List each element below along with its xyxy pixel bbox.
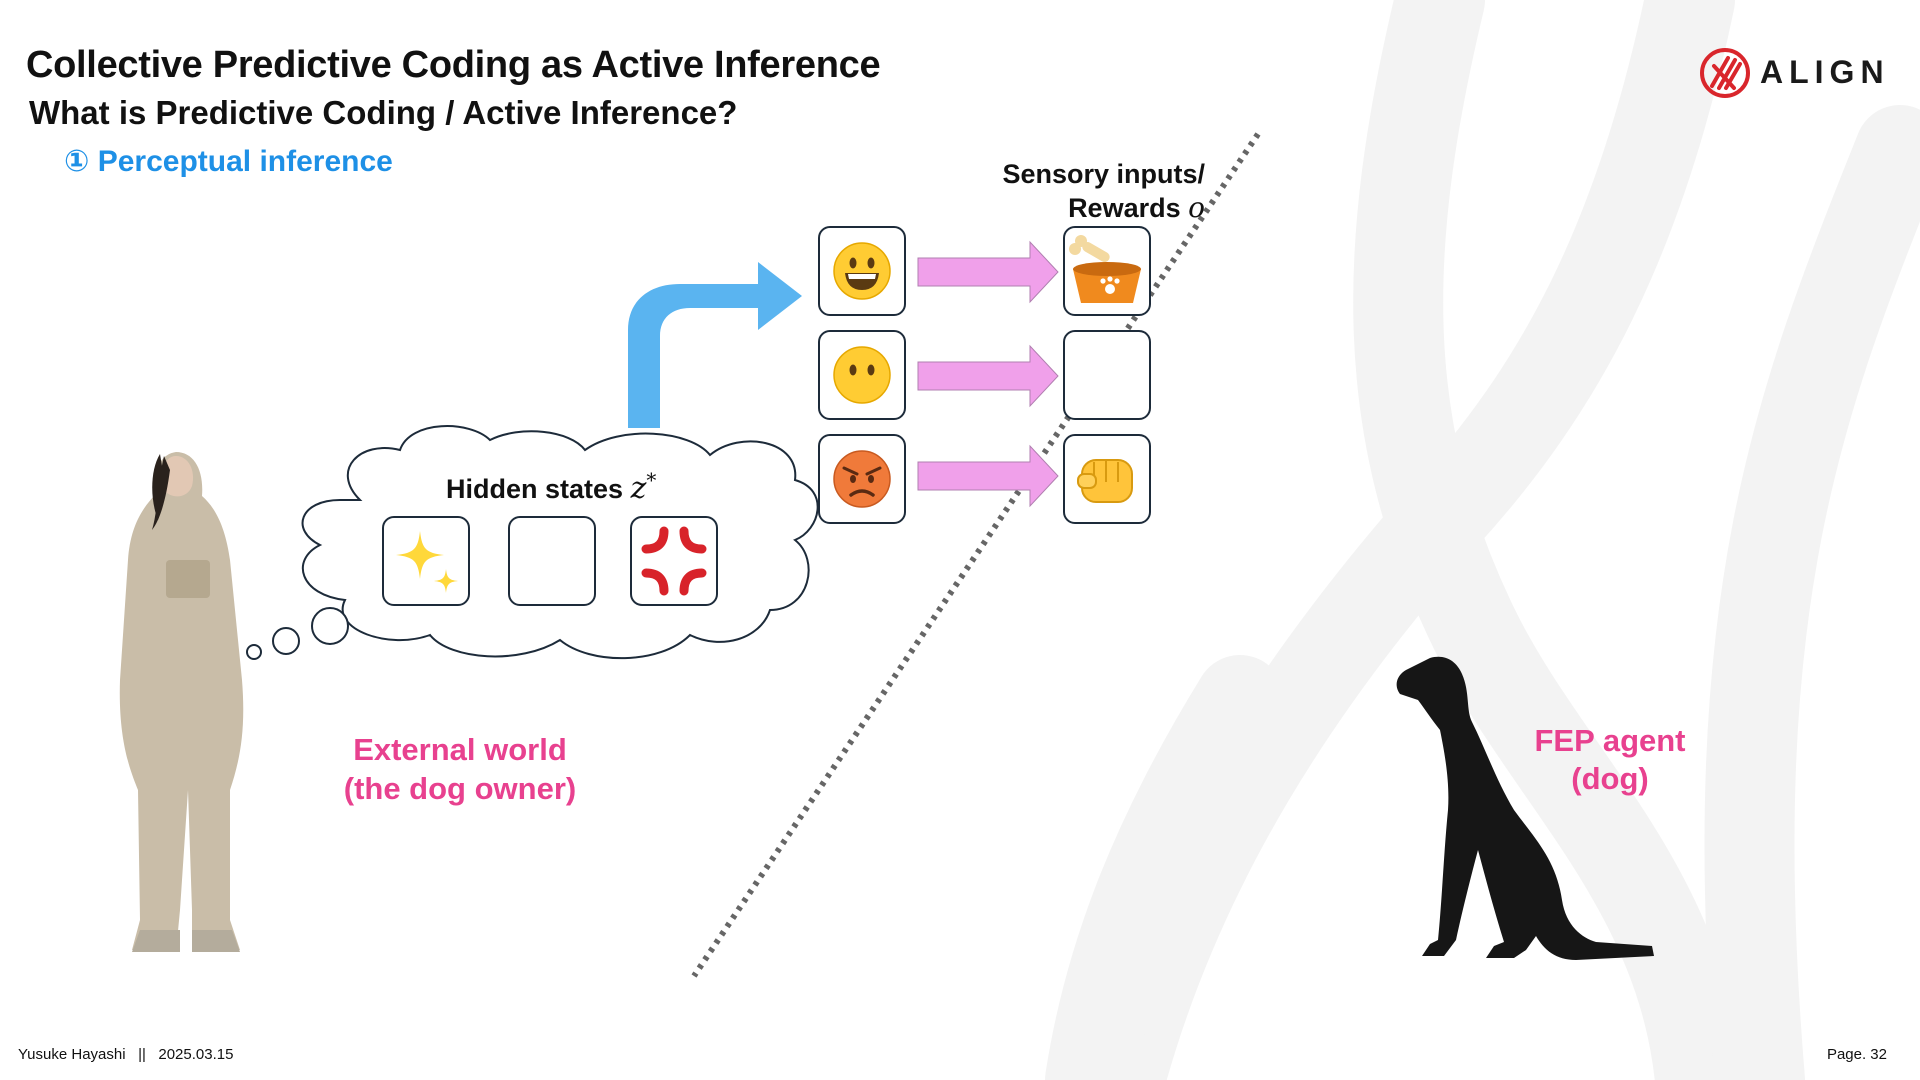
slide-subtitle: What is Predictive Coding / Active Infer…	[29, 94, 738, 131]
external-world-label: External world (the dog owner)	[310, 730, 610, 808]
hidden-states-variable: z	[630, 471, 647, 506]
hidden-state-tile-neutral	[508, 516, 596, 606]
owner-expression-tile-neutral	[818, 330, 906, 420]
observation-arrow-3	[917, 444, 1059, 508]
footer-page-number: Page. 32	[1826, 1046, 1887, 1063]
anger-symbol-icon	[641, 526, 707, 596]
sensory-inputs-label: Sensory inputs/ Rewards o	[965, 158, 1205, 225]
dog-photo	[1396, 656, 1654, 960]
grinning-face-icon	[833, 242, 891, 300]
sensory-inputs-line1: Sensory inputs/	[1002, 159, 1205, 189]
slide-title: Collective Predictive Coding as Active I…	[26, 44, 881, 86]
hidden-states-symbol: z*	[630, 468, 657, 506]
hidden-state-tile-positive	[382, 516, 470, 606]
hidden-states-label: Hidden states z*	[446, 468, 656, 506]
fep-agent-label: FEP agent (dog)	[1490, 722, 1730, 798]
hidden-states-text: Hidden states	[446, 474, 624, 504]
angry-face-icon	[833, 450, 891, 508]
hidden-states-superscript: *	[646, 468, 657, 492]
owner-expression-tile-happy	[818, 226, 906, 316]
external-world-line1: External world	[353, 732, 567, 767]
external-world-line2: (the dog owner)	[343, 771, 577, 806]
dog-owner-photo	[119, 452, 244, 952]
logo-text: ALIGN	[1760, 54, 1890, 90]
observation-tile-punch	[1063, 434, 1151, 524]
sparkles-icon	[396, 531, 458, 593]
section-heading: ① Perceptual inference	[64, 145, 393, 178]
sensory-inputs-line2: Rewards o	[965, 191, 1205, 225]
fep-agent-line1: FEP agent	[1534, 723, 1686, 758]
observation-tile-empty	[1063, 330, 1151, 420]
rewards-text: Rewards	[1068, 193, 1181, 223]
align-logo-mark-icon	[1700, 48, 1750, 98]
observation-arrow-2	[917, 344, 1059, 408]
observation-tile-food	[1063, 226, 1151, 316]
footer-author-date: Yusuke Hayashi || 2025.03.15	[18, 1046, 234, 1063]
food-bowl-with-bone-icon	[1069, 235, 1141, 303]
observation-symbol: o	[1188, 191, 1205, 224]
neutral-face-icon	[833, 346, 891, 404]
align-logo: ALIGN	[1698, 46, 1888, 102]
fist-icon	[1077, 459, 1133, 503]
owner-expression-tile-angry	[818, 434, 906, 524]
prediction-arrow	[628, 262, 802, 428]
observation-arrow-1	[917, 240, 1059, 304]
fep-agent-line2: (dog)	[1571, 761, 1649, 796]
hidden-state-tile-negative	[630, 516, 718, 606]
